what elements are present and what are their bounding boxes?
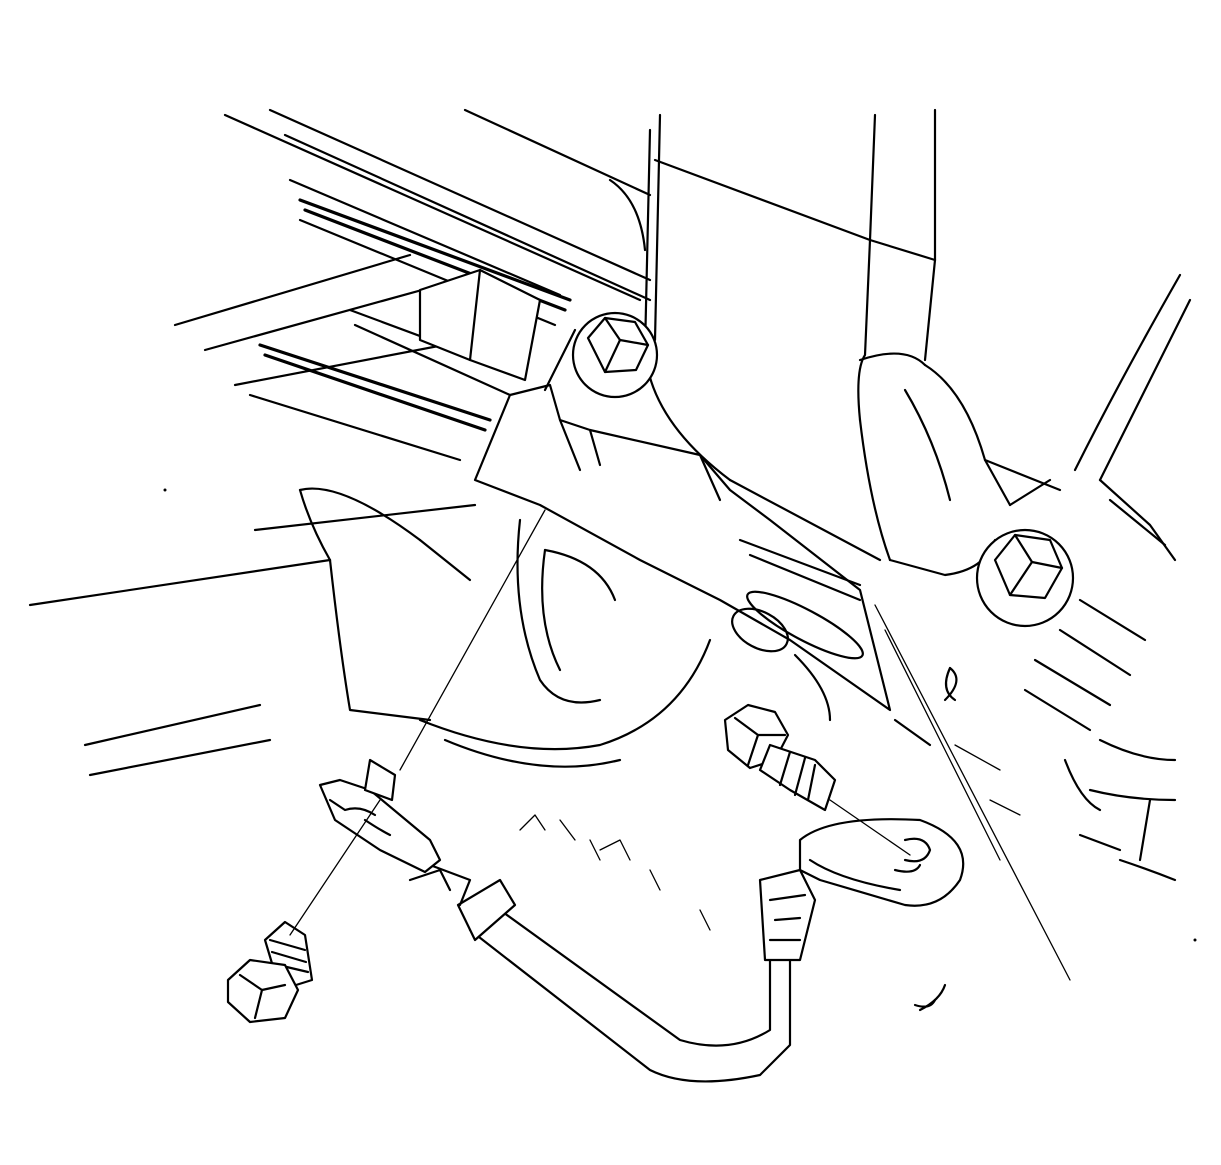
crossmember xyxy=(608,108,1062,577)
tube-eyelet-fitting xyxy=(798,818,965,907)
nut-upper xyxy=(571,311,659,399)
texture-marks xyxy=(163,488,1197,942)
retaining-clip xyxy=(318,758,442,874)
lower-structure xyxy=(28,487,958,1012)
ground-strap-bolt xyxy=(723,703,837,812)
frame-rail xyxy=(173,108,652,462)
leader-lines xyxy=(289,509,1071,981)
side-structure xyxy=(1023,273,1192,882)
brake-line xyxy=(408,863,817,1083)
clip-bolt xyxy=(226,920,314,1024)
nut-right xyxy=(975,528,1075,628)
mounting-bracket xyxy=(473,328,892,712)
